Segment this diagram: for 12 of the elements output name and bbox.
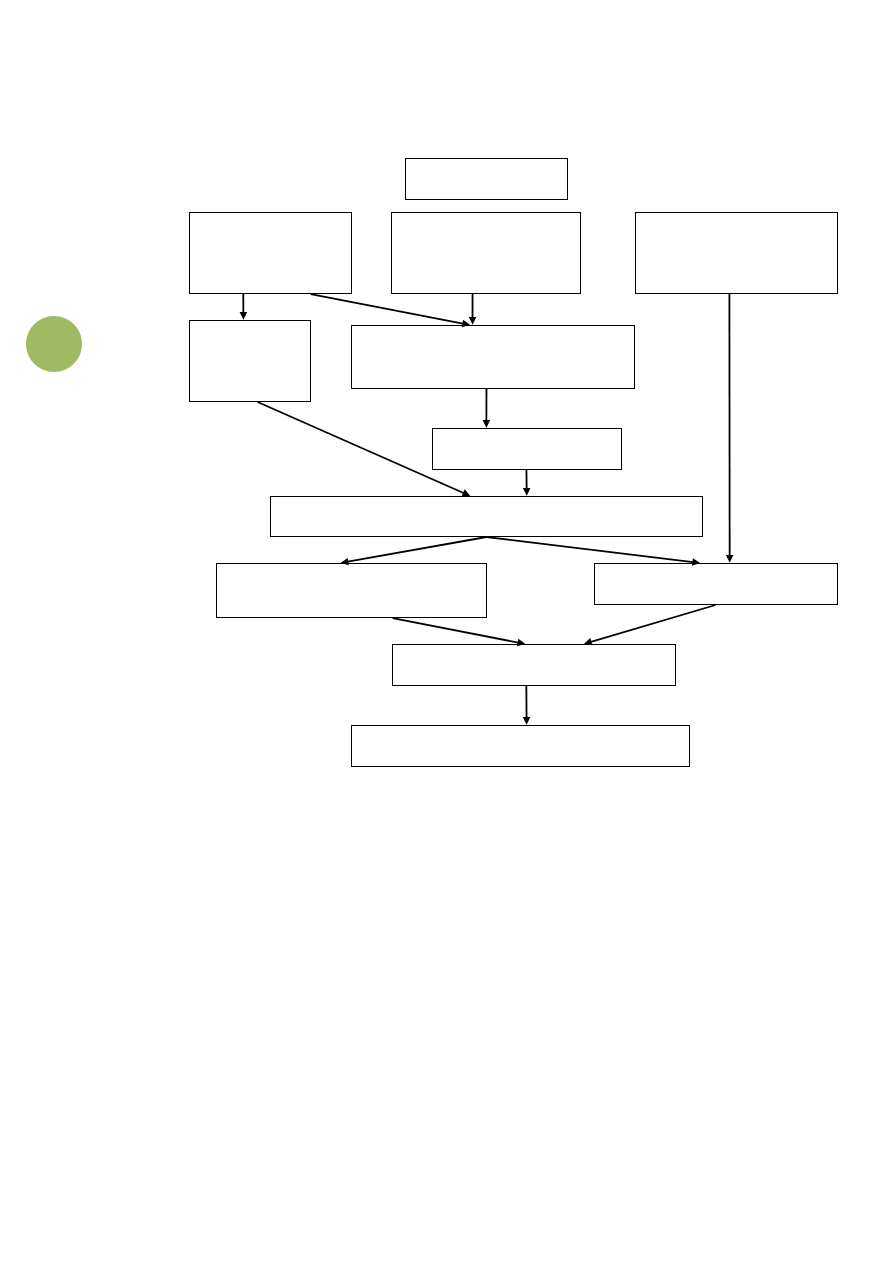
process-box (635, 212, 838, 294)
process-box (351, 325, 635, 389)
process-box (351, 725, 690, 767)
process-box (270, 496, 703, 537)
process-box (594, 563, 838, 605)
process-box (405, 158, 568, 200)
process-box (391, 212, 581, 294)
process-box (216, 563, 487, 618)
process-box (392, 644, 676, 686)
process-box (189, 320, 311, 402)
process-box (432, 428, 622, 470)
process-box (189, 212, 352, 294)
